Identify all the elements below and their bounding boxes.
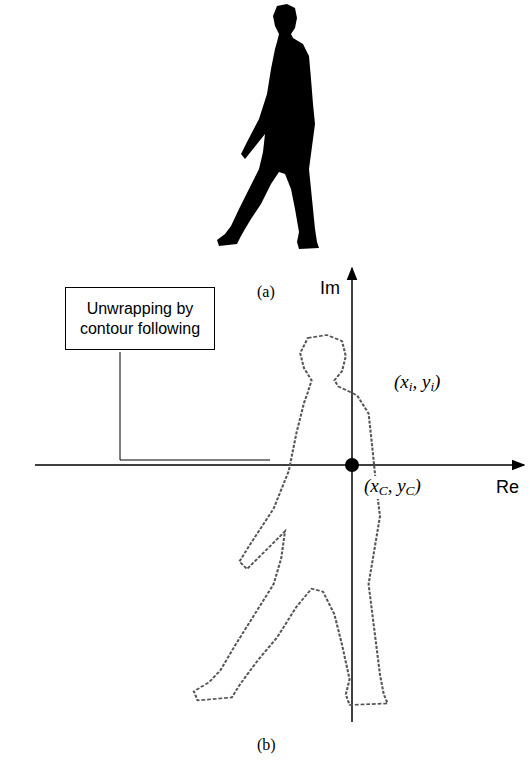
real-axis [35,464,524,466]
walking-silhouette [217,4,319,249]
coordinate-label: (xC, yC) [362,476,423,499]
coordinate-label: (xi, yi) [392,372,442,395]
imaginary-axis [351,268,353,722]
panel-label: (a) [255,283,277,301]
leader-line [120,352,270,460]
callout-text: Unwrapping by contour following [74,299,206,339]
centroid-dot [345,458,359,472]
panel-label: (b) [255,736,278,754]
axis-label: Im [318,279,342,299]
silhouette-contour [194,335,388,705]
callout-box: Unwrapping by contour following [65,287,215,350]
axis-label: Re [494,478,521,498]
